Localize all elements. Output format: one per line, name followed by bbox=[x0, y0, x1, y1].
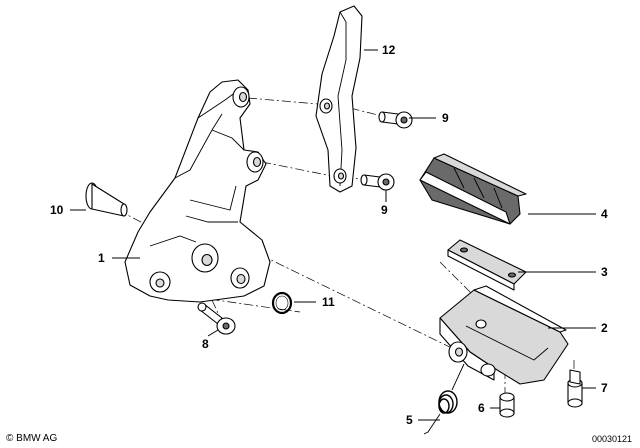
bolt-lower bbox=[360, 173, 395, 191]
leader-lines bbox=[70, 49, 596, 421]
diagram-number: 00030121 bbox=[591, 434, 632, 444]
mounting-plate bbox=[315, 5, 363, 193]
bolt-upper bbox=[378, 111, 413, 129]
circlip bbox=[271, 291, 293, 315]
stud bbox=[567, 369, 583, 408]
callout-10: 10 bbox=[50, 203, 64, 217]
footpeg-plate bbox=[447, 239, 527, 291]
footpeg-body bbox=[439, 285, 569, 385]
pin bbox=[85, 182, 128, 217]
return-spring bbox=[423, 363, 465, 435]
callout-2: 2 bbox=[601, 321, 608, 335]
callout-7: 7 bbox=[601, 381, 608, 395]
bolt-small bbox=[499, 392, 515, 418]
callout-9-lower: 9 bbox=[381, 203, 388, 217]
bolt-bottom bbox=[197, 302, 236, 335]
callout-12: 12 bbox=[382, 43, 396, 57]
callout-5: 5 bbox=[406, 413, 413, 427]
copyright-text: © BMW AG bbox=[6, 433, 58, 444]
callout-9-upper: 9 bbox=[442, 111, 449, 125]
callout-4: 4 bbox=[601, 207, 608, 221]
callout-8: 8 bbox=[202, 337, 209, 351]
callout-1: 1 bbox=[98, 251, 105, 265]
footpeg-rubber bbox=[419, 153, 527, 225]
callout-3: 3 bbox=[601, 265, 608, 279]
callout-11: 11 bbox=[322, 295, 335, 309]
callout-6: 6 bbox=[478, 401, 485, 415]
footrest-bracket bbox=[124, 79, 271, 303]
